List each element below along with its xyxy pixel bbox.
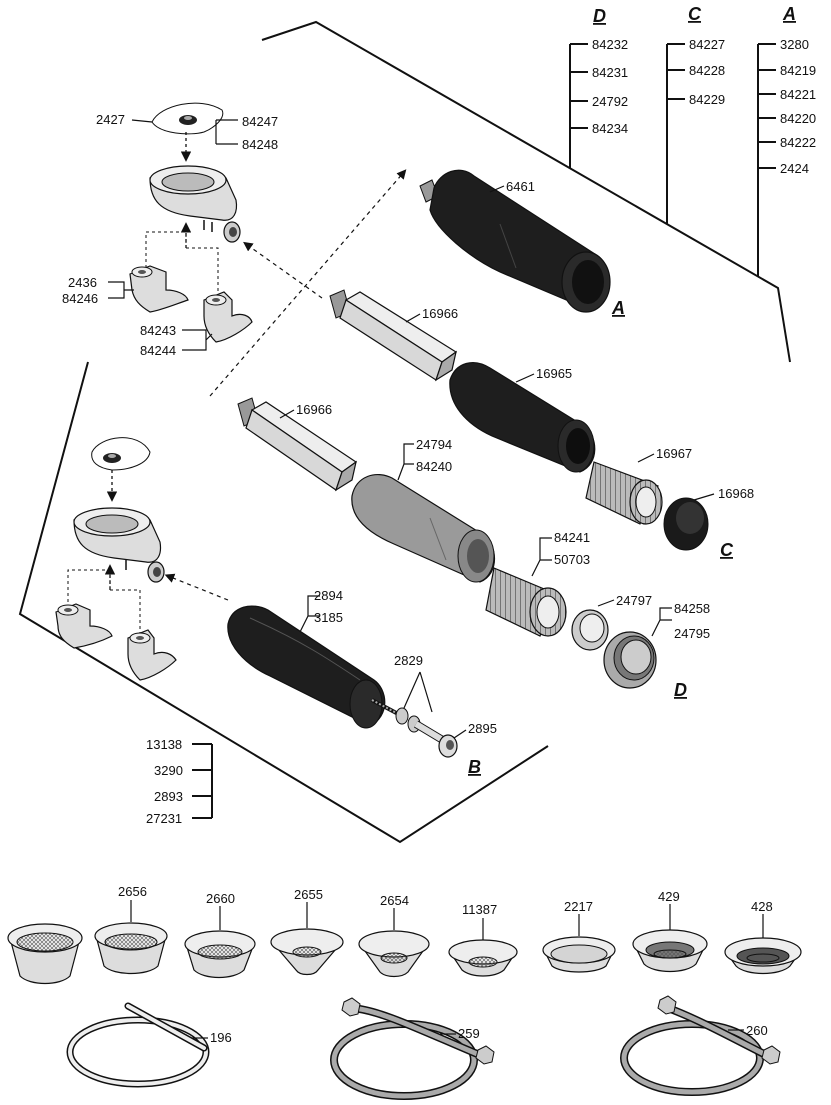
- column-a-item: 84219: [780, 63, 816, 78]
- shaft-16966-lower: [237, 397, 358, 492]
- handle-6461: [419, 169, 611, 313]
- part-label-24797: 24797: [616, 593, 652, 608]
- part-label-2894: 2894: [314, 588, 343, 603]
- column-c-item: 84227: [689, 37, 725, 52]
- portafilter-body-top: [149, 165, 241, 243]
- column-a-item: 3280: [780, 37, 809, 52]
- column-a-item: 2424: [780, 161, 809, 176]
- part-label-24795: 24795: [674, 626, 710, 641]
- part-label-84243: 84243: [140, 323, 176, 338]
- part-label-84258: 84258: [674, 601, 710, 616]
- hose-label: 196: [210, 1030, 232, 1045]
- b-list-item: 27231: [146, 811, 182, 826]
- part-label-6461: 6461: [506, 179, 535, 194]
- group-label-a-handle: A: [611, 298, 625, 318]
- b-list-item: 13138: [146, 737, 182, 752]
- part-label-84241: 84241: [554, 530, 590, 545]
- part-label-16968: 16968: [718, 486, 754, 501]
- filter-basket-2656: [94, 922, 168, 975]
- group-label-a: A: [782, 4, 796, 24]
- part-label-84244: 84244: [140, 343, 176, 358]
- column-a-item: 84222: [780, 135, 816, 150]
- part-label-3185: 3185: [314, 610, 343, 625]
- filter-basket-11387: [448, 939, 518, 977]
- handle-84240: [351, 474, 495, 583]
- end-cap-16968: [663, 497, 709, 551]
- hose-260: [620, 995, 781, 1096]
- part-label-50703: 50703: [554, 552, 590, 567]
- part-label-2436: 2436: [68, 275, 97, 290]
- column-a-item: 84221: [780, 87, 816, 102]
- spout-bracket-lower-2: [127, 629, 177, 681]
- part-label-16966-upper: 16966: [422, 306, 458, 321]
- part-label-2895: 2895: [468, 721, 497, 736]
- variant-column-a: [757, 43, 776, 276]
- filter-label: 11387: [462, 902, 497, 917]
- column-c-item: 84228: [689, 63, 725, 78]
- variant-column-d: [569, 43, 588, 168]
- end-ring-24795: [603, 631, 657, 689]
- spout-cap-lower: [91, 437, 151, 471]
- filter-label: 2656: [118, 884, 147, 899]
- column-c-item: 84229: [689, 92, 725, 107]
- column-d-item: 24792: [592, 94, 628, 109]
- gasket-196: [66, 1002, 210, 1088]
- filter-label: 2217: [564, 899, 593, 914]
- filter-label: 429: [658, 889, 680, 904]
- filter-basket-2660: [184, 930, 256, 979]
- hose-label: 259: [458, 1026, 480, 1041]
- group-label-d: D: [593, 6, 606, 26]
- group-label-c: C: [688, 4, 702, 24]
- filter-label: 2655: [294, 887, 323, 902]
- part-label-2829: 2829: [394, 653, 423, 668]
- hose-259: [330, 997, 495, 1100]
- filter-label: 2660: [206, 891, 235, 906]
- panel-frame: [18, 20, 791, 844]
- part-label-24794: 24794: [416, 437, 452, 452]
- group-label-d-handle: D: [674, 680, 687, 700]
- group-label-c-handle: C: [720, 540, 734, 560]
- filter-label: 428: [751, 899, 773, 914]
- filter-basket-2654: [358, 930, 430, 978]
- hose-label: 260: [746, 1023, 768, 1038]
- disc-24797: [571, 609, 609, 651]
- spout-bracket-top-2: [203, 291, 253, 343]
- filter-basket-2217: [542, 936, 616, 973]
- part-label-84240: 84240: [416, 459, 452, 474]
- filter-basket-2655: [270, 928, 344, 976]
- filter-basket-428: [724, 937, 802, 975]
- group-label-b: B: [468, 757, 481, 777]
- grip-ring-50703: [485, 567, 567, 637]
- grip-ring-16967: [585, 461, 663, 525]
- spout-bracket-top-1: [129, 265, 189, 313]
- variant-column-c: [666, 43, 685, 224]
- column-d-item: 84234: [592, 121, 628, 136]
- part-label-16966-lower: 16966: [296, 402, 332, 417]
- b-list-item: 3290: [154, 763, 183, 778]
- part-label-16965: 16965: [536, 366, 572, 381]
- portafilter-body-lower: [73, 507, 165, 583]
- b-list-item: 2893: [154, 789, 183, 804]
- filter-label: 2654: [380, 893, 409, 908]
- part-label-16967: 16967: [656, 446, 692, 461]
- shaft-16966-upper: [329, 289, 458, 382]
- part-label-2427: 2427: [96, 112, 125, 127]
- column-d-item: 84231: [592, 65, 628, 80]
- column-d-item: 84232: [592, 37, 628, 52]
- spout-cap-top: [151, 102, 224, 135]
- screw-assembly: [371, 698, 458, 758]
- column-a-item: 84220: [780, 111, 816, 126]
- part-label-84247: 84247: [242, 114, 278, 129]
- filter-basket-429: [632, 929, 708, 973]
- part-label-84246: 84246: [62, 291, 98, 306]
- assembly-guides: [164, 169, 407, 601]
- filter-basket: [7, 923, 83, 985]
- part-label-84248: 84248: [242, 137, 278, 152]
- b-list-bracket: [192, 743, 213, 819]
- handle-16965: [449, 362, 596, 473]
- handle-3185: [227, 605, 386, 729]
- spout-bracket-lower-1: [55, 603, 113, 649]
